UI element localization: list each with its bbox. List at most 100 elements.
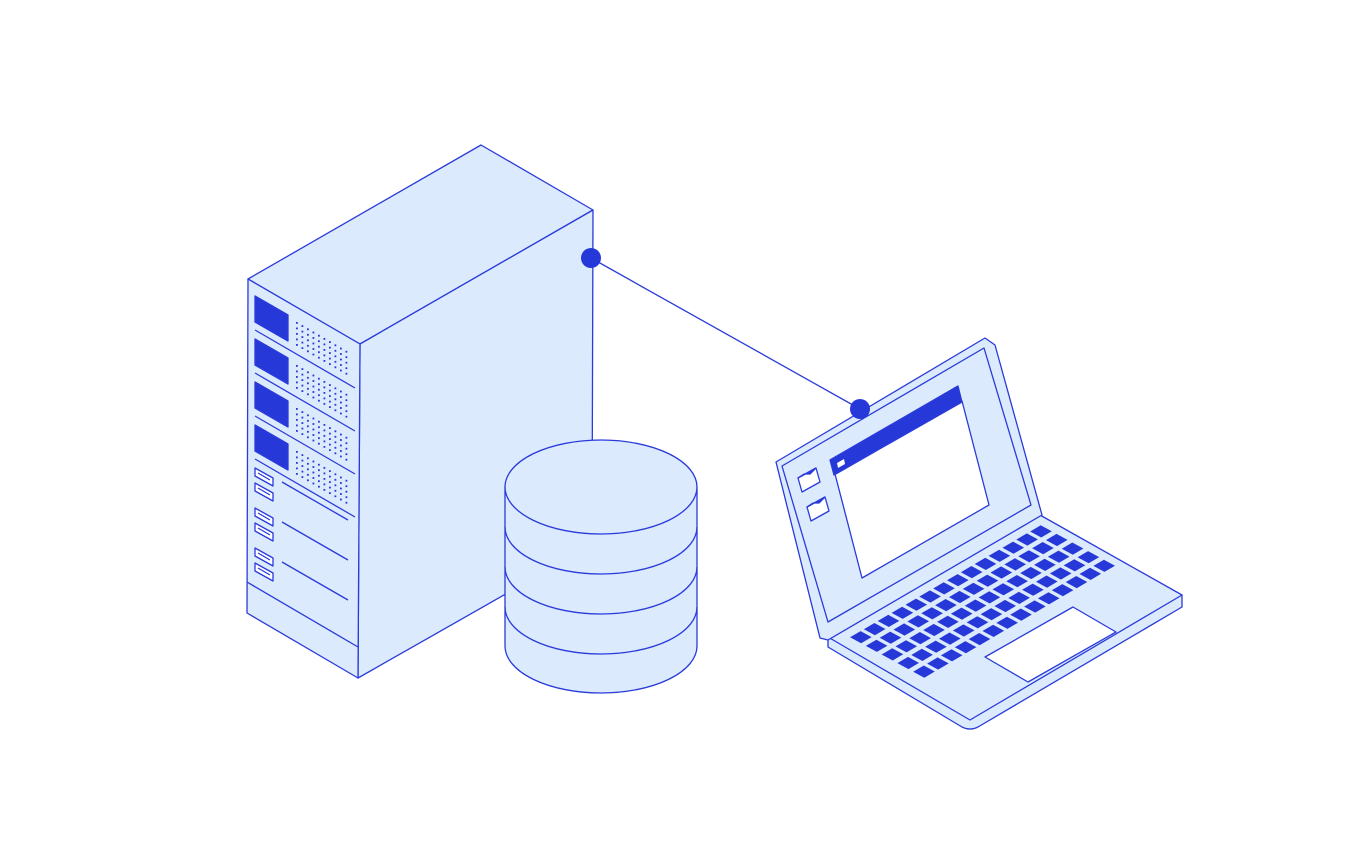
vent-dot bbox=[307, 462, 309, 465]
vent-dot bbox=[323, 489, 326, 491]
vent-dot bbox=[345, 485, 348, 488]
vent-dot bbox=[340, 455, 342, 458]
keyboard-key bbox=[863, 623, 886, 636]
vent-dot bbox=[329, 346, 331, 349]
keyboard-key bbox=[877, 614, 900, 627]
vent-dot bbox=[296, 338, 298, 341]
vent-dot bbox=[340, 487, 342, 490]
database-top bbox=[504, 439, 698, 535]
vent-dot bbox=[296, 387, 298, 389]
vent-dot bbox=[334, 430, 337, 433]
vent-dot bbox=[345, 367, 348, 370]
small-drive-slot bbox=[257, 567, 271, 576]
vent-dot bbox=[296, 365, 298, 367]
keyboard-key bbox=[925, 640, 947, 653]
laptop-icon bbox=[775, 337, 1183, 730]
keyboard-key bbox=[939, 632, 961, 645]
vent-dot bbox=[323, 403, 326, 405]
vent-dot bbox=[301, 384, 304, 387]
keyboard-key bbox=[1093, 559, 1115, 572]
keyboard-key bbox=[937, 615, 959, 628]
keyboard bbox=[850, 525, 1115, 678]
bay-separator bbox=[254, 372, 356, 432]
vent-dot bbox=[340, 482, 342, 484]
keyboard-key bbox=[913, 665, 935, 678]
vent-dot bbox=[307, 414, 309, 417]
vent-dot bbox=[329, 389, 331, 392]
lower-bays bbox=[254, 467, 349, 601]
vent-dot bbox=[334, 495, 337, 498]
vent-dot bbox=[345, 372, 348, 375]
vent-dot bbox=[323, 440, 326, 443]
vent-dot bbox=[301, 411, 304, 413]
vent-dot bbox=[329, 449, 331, 451]
bay-separator bbox=[254, 458, 356, 518]
vent-dot bbox=[307, 436, 309, 439]
vent-dot bbox=[334, 489, 337, 492]
connection-line bbox=[590, 257, 861, 410]
vent-dot bbox=[345, 399, 348, 402]
vent-dot bbox=[301, 330, 304, 333]
vent-dot bbox=[323, 381, 326, 383]
keyboard-key bbox=[962, 582, 985, 595]
vent-dot bbox=[312, 331, 315, 334]
keyboard-key bbox=[978, 591, 1001, 604]
vent-dot bbox=[312, 482, 315, 485]
vent-dot bbox=[345, 356, 348, 359]
vent-dot bbox=[329, 363, 331, 365]
vent-dot bbox=[323, 478, 326, 480]
keyboard-key bbox=[1047, 550, 1070, 563]
keyboard-key bbox=[897, 656, 919, 670]
vent-dot bbox=[329, 341, 331, 343]
server-base-line bbox=[246, 581, 359, 648]
bay-line bbox=[281, 561, 349, 601]
trackpad bbox=[984, 606, 1117, 683]
keyboard-key bbox=[911, 648, 933, 661]
vent-dot bbox=[345, 447, 348, 450]
keyboard-key bbox=[1079, 567, 1102, 580]
keyboard-key bbox=[1016, 533, 1038, 546]
database-band bbox=[504, 606, 698, 655]
vent-dot bbox=[318, 383, 320, 386]
keyboard-key bbox=[1046, 533, 1068, 547]
vent-dot bbox=[296, 424, 298, 427]
vent-dot bbox=[329, 352, 331, 354]
vent-dot bbox=[301, 390, 304, 392]
vent-dot bbox=[334, 349, 337, 352]
vent-dot bbox=[323, 349, 326, 351]
vent-dot bbox=[318, 431, 320, 434]
vent-dot bbox=[318, 345, 320, 348]
keyboard-key bbox=[1034, 558, 1056, 571]
keyboard-key bbox=[1061, 542, 1084, 555]
vent-dot bbox=[323, 446, 326, 448]
vent-dot bbox=[312, 460, 315, 463]
vent-dot bbox=[334, 473, 337, 476]
vent-dot bbox=[334, 403, 337, 406]
vent-dot bbox=[296, 370, 298, 373]
vent-dot bbox=[301, 379, 304, 381]
small-drive-slot bbox=[257, 512, 271, 521]
vent-dot bbox=[307, 430, 309, 433]
keyboard-key bbox=[960, 566, 983, 579]
vent-dot bbox=[329, 432, 331, 435]
vent-dot bbox=[301, 416, 304, 419]
vent-dot bbox=[312, 439, 315, 442]
vent-dot bbox=[296, 381, 298, 384]
small-drive-slot bbox=[257, 472, 271, 481]
server-front-face bbox=[246, 278, 361, 679]
keyboard-key bbox=[881, 648, 904, 661]
vent-dot bbox=[334, 484, 337, 487]
vent-dot bbox=[340, 364, 342, 366]
small-drive-slot bbox=[257, 552, 271, 561]
vent-dot bbox=[307, 333, 309, 336]
vent-dot bbox=[307, 350, 309, 353]
vent-dot bbox=[301, 459, 304, 462]
keyboard-key bbox=[1030, 525, 1052, 538]
vent-dot bbox=[296, 430, 298, 432]
vent-dot bbox=[307, 382, 309, 385]
vent-dot bbox=[296, 327, 298, 330]
keyboard-key bbox=[850, 631, 872, 644]
keyboard-key bbox=[879, 631, 902, 644]
keyboard-key bbox=[1010, 608, 1032, 621]
vent-dot bbox=[318, 463, 320, 466]
